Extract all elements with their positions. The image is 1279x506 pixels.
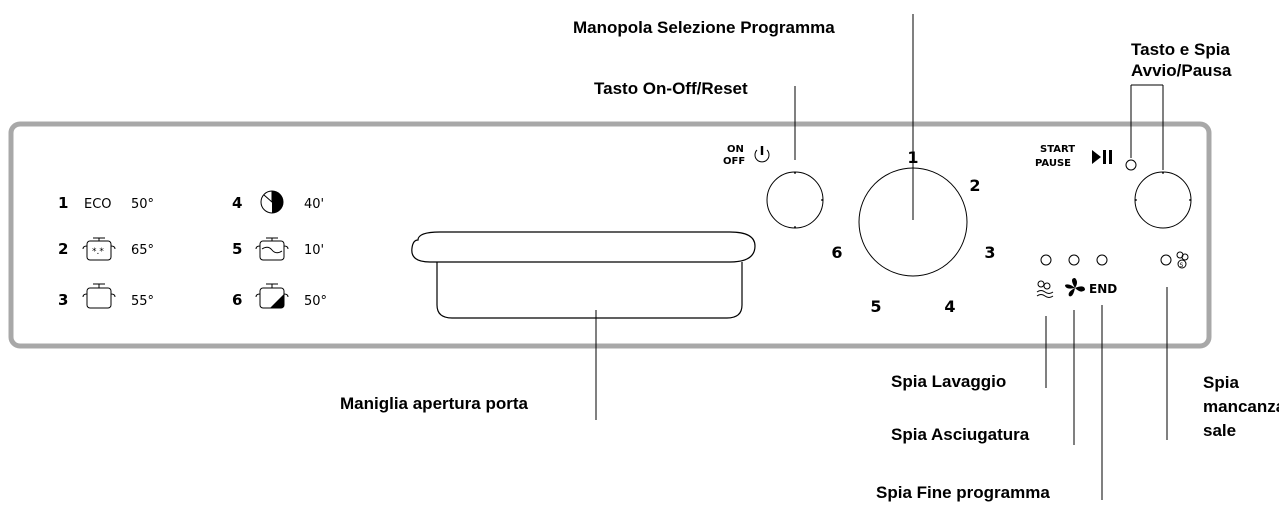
- callout-salt-light-line3: sale: [1203, 421, 1236, 440]
- on-label: ON: [727, 144, 744, 155]
- pot-delicate-icon: [255, 283, 289, 309]
- wash-icon: [1036, 280, 1054, 298]
- callout-start-pause-line1: Tasto e Spia: [1131, 40, 1230, 59]
- start-pause-indicator-light: [1125, 159, 1137, 171]
- svg-text:S: S: [1180, 262, 1184, 269]
- callout-wash-light: Spia Lavaggio: [891, 372, 1006, 391]
- program-value: 65°: [131, 243, 154, 258]
- start-label: START: [1040, 144, 1075, 155]
- program-number: 6: [232, 291, 242, 309]
- end-label: END: [1089, 282, 1117, 296]
- callout-end-light: Spia Fine programma: [876, 483, 1050, 502]
- salt-icon: S: [1176, 251, 1189, 269]
- dry-indicator-light: [1068, 254, 1080, 266]
- callout-salt-light-line2: mancanza: [1203, 397, 1279, 416]
- start-pause-button[interactable]: [1134, 171, 1192, 229]
- program-number: 3: [58, 291, 68, 309]
- program-value: 55°: [131, 294, 154, 309]
- knob-position-number: 6: [831, 243, 842, 262]
- on-off-button[interactable]: [766, 171, 824, 229]
- callout-salt-light-line1: Spia: [1203, 373, 1239, 392]
- program-value: 10': [304, 243, 324, 258]
- pot-rinse-icon: [255, 237, 289, 261]
- off-label: OFF: [723, 156, 745, 167]
- program-value: 40': [304, 197, 324, 212]
- program-number: 4: [232, 194, 242, 212]
- callout-start-pause-line2: Avvio/Pausa: [1131, 61, 1232, 80]
- salt-indicator-light: [1160, 254, 1172, 266]
- program-number: 5: [232, 240, 242, 258]
- knob-position-number: 5: [870, 297, 881, 316]
- svg-text:*.*: *.*: [92, 247, 104, 257]
- fan-icon: [1065, 278, 1085, 297]
- knob-position-number: 4: [944, 297, 955, 316]
- pot-intensive-icon: *.*: [82, 237, 116, 261]
- half-load-clock-icon: [260, 190, 284, 214]
- wash-indicator-light: [1040, 254, 1052, 266]
- knob-position-number: 2: [969, 176, 980, 195]
- program-value: 50°: [304, 294, 327, 309]
- callout-dry-light: Spia Asciugatura: [891, 425, 1030, 444]
- callout-program-knob: Manopola Selezione Programma: [573, 18, 835, 37]
- pause-label: PAUSE: [1035, 158, 1071, 169]
- knob-position-number: 3: [984, 243, 995, 262]
- program-eco-label: ECO: [84, 197, 112, 212]
- pot-normal-icon: [82, 283, 116, 309]
- program-number: 1: [58, 194, 68, 212]
- end-indicator-light: [1096, 254, 1108, 266]
- callout-on-off-button: Tasto On-Off/Reset: [594, 79, 748, 98]
- door-handle[interactable]: [411, 231, 756, 319]
- callout-door-handle: Maniglia apertura porta: [340, 394, 529, 413]
- power-icon: [754, 146, 770, 163]
- callout-lines: [595, 14, 1168, 500]
- play-pause-icon: [1092, 150, 1112, 164]
- program-value: 50°: [131, 197, 154, 212]
- program-number: 2: [58, 240, 68, 258]
